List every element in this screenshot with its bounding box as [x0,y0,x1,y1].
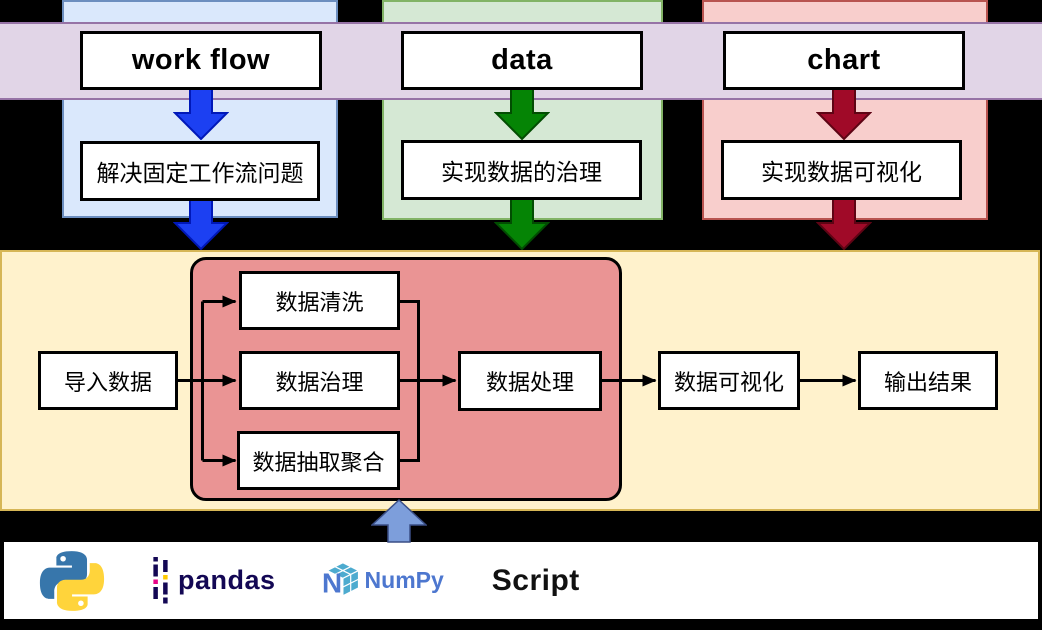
blue-up-arrow-icon [371,499,427,543]
data-title-box: data [401,31,643,90]
blue-down-arrow-icon [173,198,229,250]
workflow-description: 解决固定工作流问题 [96,160,304,186]
pandas-label: pandas [178,565,276,595]
workflow-title: work flow [131,44,271,76]
numpy-cube-logo-icon: N [322,561,360,598]
workflow-title-box: work flow [80,31,322,90]
numpy-logo: N NumPy [322,560,444,602]
workflow-description-box: 解决固定工作流问题 [80,141,320,201]
node-data-governance: 数据治理 [239,351,400,410]
chart-description: 实现数据可视化 [761,159,922,185]
node-data-cleaning: 数据清洗 [239,271,400,330]
data-description: 实现数据的治理 [441,159,602,185]
node-data-cleaning-label: 数据清洗 [275,289,364,315]
pandas-logo-icon [153,556,168,603]
node-data-extraction-aggregation-label: 数据抽取聚合 [252,449,385,475]
green-down-arrow-icon [494,198,550,250]
data-description-box: 实现数据的治理 [401,140,642,200]
python-logo-icon [39,550,105,611]
pandas-logo: pandas [150,556,276,605]
node-data-processing-label: 数据处理 [485,370,574,395]
chart-title-box: chart [723,31,965,90]
node-data-visualization-label: 数据可视化 [673,369,784,395]
red-down-arrow-icon [816,198,872,250]
red-down-arrow-icon [816,88,872,140]
script-label: Script [491,563,580,597]
data-title: data [491,44,553,76]
node-output-result-label: 输出结果 [883,369,972,395]
node-data-processing: 数据处理 [458,351,602,411]
node-data-visualization: 数据可视化 [658,351,800,410]
node-import-data: 导入数据 [38,351,178,410]
blue-down-arrow-icon [173,88,229,140]
node-data-governance-label: 数据治理 [275,369,364,395]
node-output-result: 输出结果 [858,351,998,410]
node-data-extraction-aggregation: 数据抽取聚合 [237,431,400,490]
numpy-label: NumPy [364,567,444,593]
script-toolbar: pandas N NumPy Script [4,542,1038,619]
node-import-data-label: 导入数据 [63,369,152,395]
chart-description-box: 实现数据可视化 [721,140,962,200]
green-down-arrow-icon [494,88,550,140]
svg-text:N: N [322,567,342,598]
chart-title: chart [807,44,881,76]
